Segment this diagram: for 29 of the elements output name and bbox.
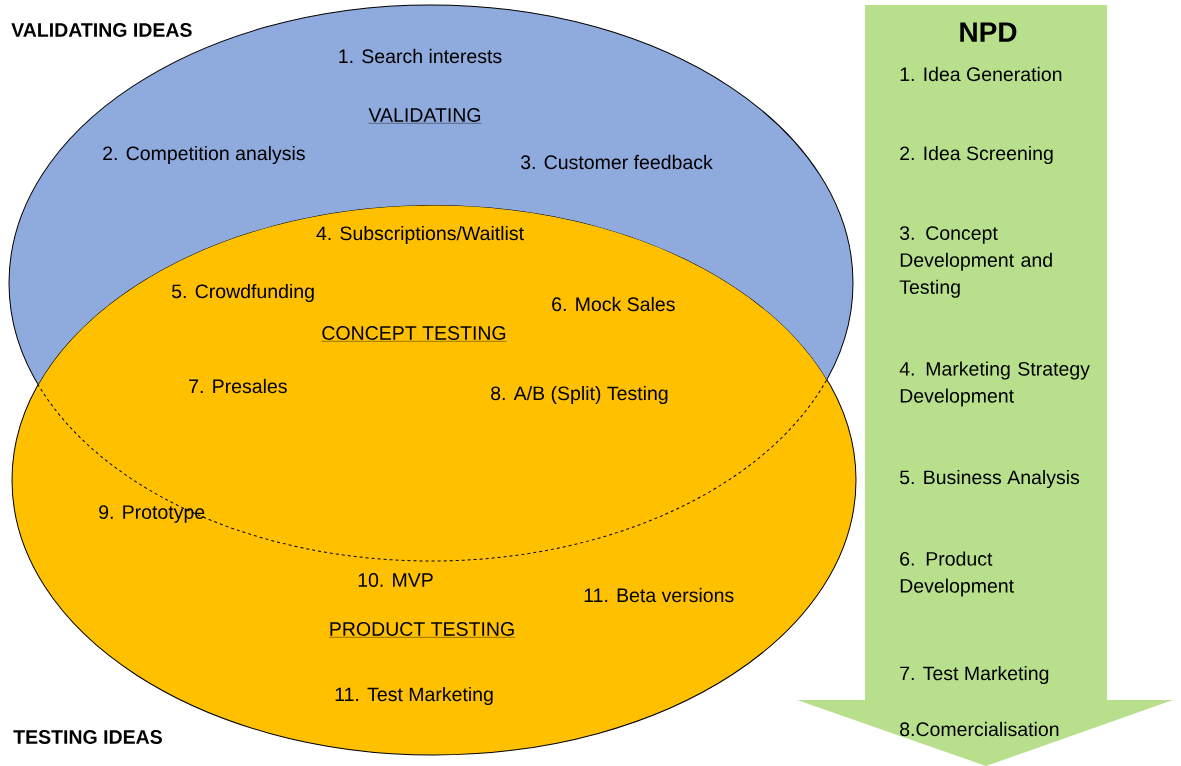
item-text: 6. Product Development [900,551,1014,597]
item-text: 3. Concept Development and Testing [899,226,1052,298]
item-text: 2. Idea Screening [900,145,1053,165]
ellipse [11,204,857,756]
item-text: 7. Test Marketing [900,665,1049,685]
item-text: 7. Presales [189,378,287,394]
item-text: 8.Comercialisation [900,721,1059,737]
ellipse [8,4,854,562]
section-label: TESTING IDEAS [13,730,162,744]
item-text: 6. Mock Sales [552,296,675,312]
heading-text: VALIDATING [368,108,482,124]
item-text: 4. Marketing Strategy Development [899,361,1090,407]
item-text: 5. Business Analysis [900,469,1080,489]
item-text: 4. Subscriptions/Waitlist [316,225,524,245]
down-arrow [797,5,1173,766]
item-text: 9. Prototype [99,505,205,523]
item-text: 1. Search interests [339,48,502,64]
section-label: VALIDATING IDEAS [11,23,192,37]
item-text: 11. Beta versions [584,587,734,603]
heading-text: NPD [960,22,1017,42]
item-text: 10. MVP [358,573,433,587]
item-text: 3. Customer feedback [520,154,713,170]
item-text: 2. Competition analysis [103,145,305,165]
heading-text: CONCEPT TESTING [321,326,507,342]
item-text: 11. Test Marketing [335,686,493,706]
item-text: 8. A/B (Split) Testing [491,385,668,405]
item-text: 1. Idea Generation [900,66,1062,82]
item-text: 5. Crowdfunding [172,283,314,303]
heading-text: PRODUCT TESTING [328,622,516,638]
